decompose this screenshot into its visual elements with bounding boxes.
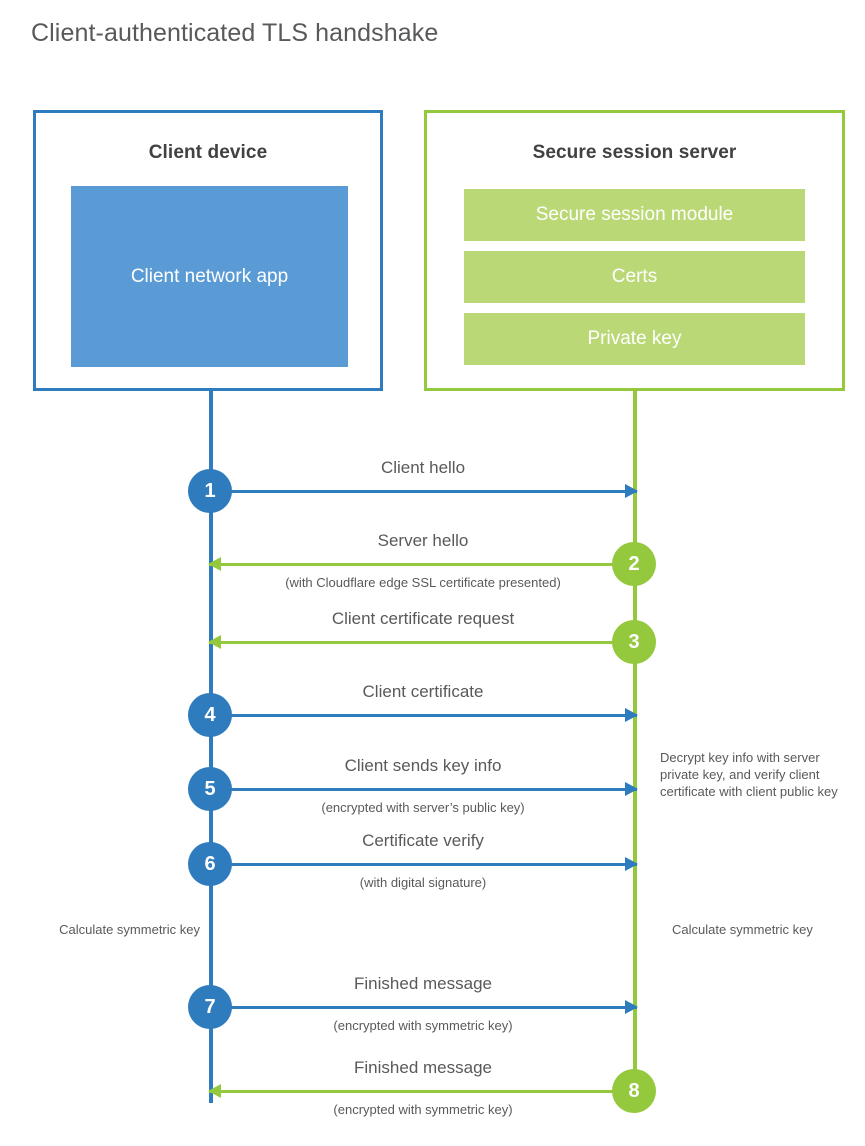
step-5-sublabel: (encrypted with server’s public key) bbox=[321, 800, 525, 815]
step-3-label: Client certificate request bbox=[331, 609, 515, 628]
step-4-label: Client certificate bbox=[362, 682, 484, 701]
step-8-shaft bbox=[209, 1090, 637, 1093]
step-circle-7: 7 bbox=[188, 985, 232, 1029]
step-circle-1: 1 bbox=[188, 469, 232, 513]
step-circle-8: 8 bbox=[612, 1069, 656, 1113]
client-device-box: Client device Client network app bbox=[33, 110, 383, 391]
secure-session-server-title: Secure session server bbox=[532, 142, 737, 163]
arrow-head-right-icon bbox=[625, 782, 638, 796]
server-lifeline bbox=[633, 390, 637, 1093]
step-7-label: Finished message bbox=[354, 974, 492, 993]
step-4-shaft bbox=[209, 714, 637, 717]
server-component-private-key: Private key bbox=[464, 313, 805, 365]
arrow-head-left-icon bbox=[208, 557, 221, 571]
arrow-head-left-icon bbox=[208, 635, 221, 649]
arrow-head-left-icon bbox=[208, 1084, 221, 1098]
step-7-shaft bbox=[209, 1006, 637, 1009]
server-component-secure-session-module: Secure session module bbox=[464, 189, 805, 241]
step-5-shaft bbox=[209, 788, 637, 791]
arrow-head-right-icon bbox=[625, 708, 638, 722]
server-calculate-symmetric-key-note: Calculate symmetric key bbox=[672, 922, 813, 937]
server-component-list: Secure session module Certs Private key bbox=[464, 189, 805, 375]
step-6-label: Certificate verify bbox=[362, 831, 484, 850]
secure-session-server-box: Secure session server Secure session mod… bbox=[424, 110, 845, 391]
step-6-sublabel: (with digital signature) bbox=[359, 875, 487, 890]
client-calculate-symmetric-key-note: Calculate symmetric key bbox=[59, 922, 200, 937]
step-7-sublabel: (encrypted with symmetric key) bbox=[333, 1018, 513, 1033]
step-circle-3: 3 bbox=[612, 620, 656, 664]
client-network-app-block: Client network app bbox=[71, 186, 348, 367]
step-circle-5: 5 bbox=[188, 767, 232, 811]
arrow-head-right-icon bbox=[625, 484, 638, 498]
step-2-label: Server hello bbox=[377, 531, 469, 550]
page-title: Client-authenticated TLS handshake bbox=[31, 19, 439, 47]
step-circle-2: 2 bbox=[612, 542, 656, 586]
step-circle-6: 6 bbox=[188, 842, 232, 886]
step-circle-4: 4 bbox=[188, 693, 232, 737]
step-2-shaft bbox=[209, 563, 637, 566]
step-1-label: Client hello bbox=[380, 458, 466, 477]
step-5-label: Client sends key info bbox=[344, 756, 502, 775]
step-6-shaft bbox=[209, 863, 637, 866]
arrow-head-right-icon bbox=[625, 857, 638, 871]
server-decrypt-note: Decrypt key info with server private key… bbox=[660, 750, 838, 799]
step-8-sublabel: (encrypted with symmetric key) bbox=[333, 1102, 513, 1117]
arrow-head-right-icon bbox=[625, 1000, 638, 1014]
step-2-sublabel: (with Cloudflare edge SSL certificate pr… bbox=[285, 575, 561, 590]
client-device-title: Client device bbox=[148, 142, 268, 163]
step-8-label: Finished message bbox=[354, 1058, 492, 1077]
step-3-shaft bbox=[209, 641, 637, 644]
client-lifeline bbox=[209, 390, 213, 1103]
step-1-shaft bbox=[209, 490, 637, 493]
server-component-certs: Certs bbox=[464, 251, 805, 303]
